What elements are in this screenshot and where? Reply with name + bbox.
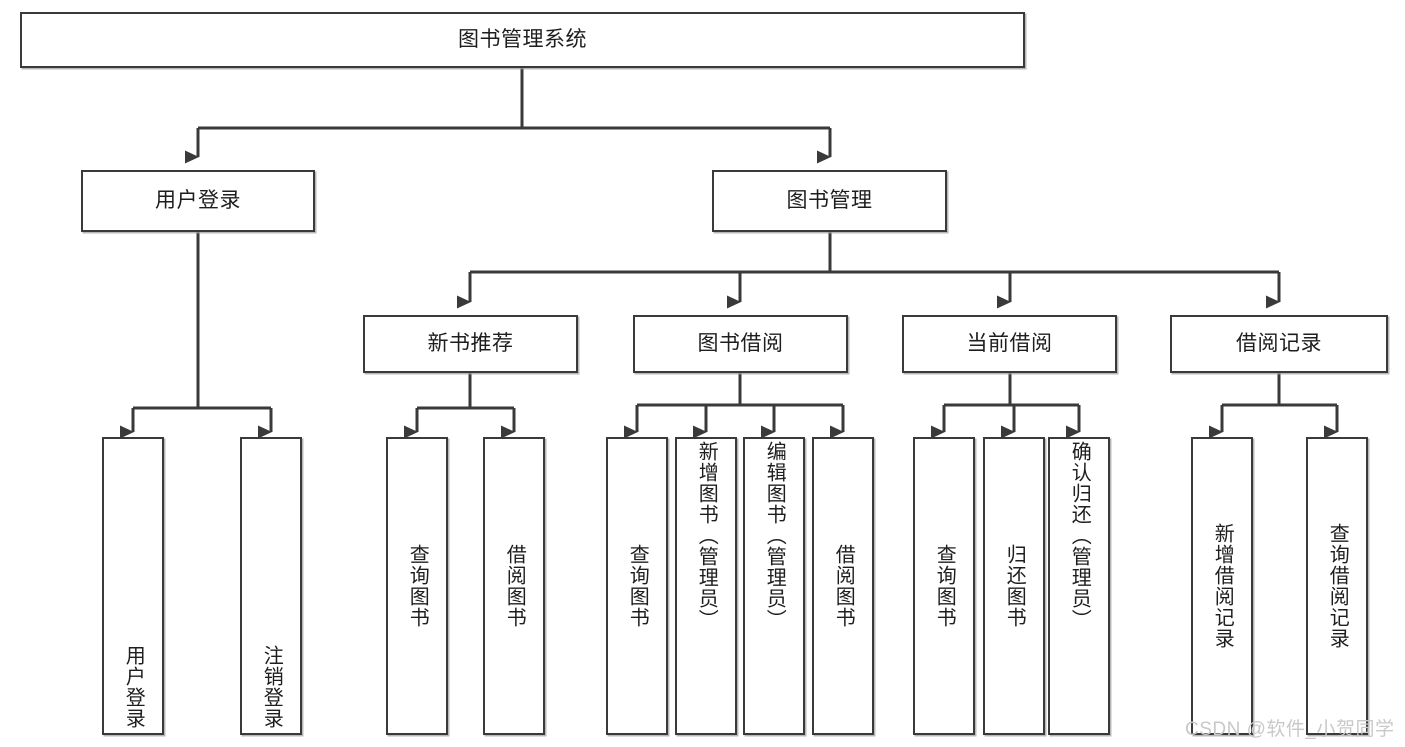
node-book-borrow[interactable]: 图书借阅 bbox=[633, 315, 848, 373]
leaf-borrow-book-borrow[interactable]: 借阅图书 bbox=[812, 437, 874, 735]
leaf-borrow-book-borrow-label: 借阅图书 bbox=[832, 544, 855, 628]
node-book-management[interactable]: 图书管理 bbox=[712, 170, 947, 232]
leaf-borrow-book-recommend[interactable]: 借阅图书 bbox=[483, 437, 545, 735]
leaf-edit-book-admin[interactable]: 编辑图书（管理员） bbox=[743, 437, 805, 735]
leaf-query-book-borrow[interactable]: 查询图书 bbox=[606, 437, 668, 735]
leaf-return-book-label: 归还图书 bbox=[1003, 544, 1026, 628]
leaf-query-book-recommend[interactable]: 查询图书 bbox=[386, 437, 448, 735]
leaf-confirm-return-admin-label: 确认归还（管理员） bbox=[1068, 441, 1091, 630]
leaf-return-book[interactable]: 归还图书 bbox=[983, 437, 1045, 735]
node-current-borrow-label: 当前借阅 bbox=[966, 331, 1053, 355]
leaf-add-book-admin-label: 新增图书（管理员） bbox=[695, 441, 718, 630]
leaf-query-book-borrow-label: 查询图书 bbox=[626, 544, 649, 628]
leaf-query-book-current-label: 查询图书 bbox=[933, 544, 956, 628]
leaf-logout[interactable]: 注销登录 bbox=[240, 437, 302, 735]
leaf-edit-book-admin-label: 编辑图书（管理员） bbox=[763, 441, 786, 630]
leaf-add-borrow-record[interactable]: 新增借阅记录 bbox=[1191, 437, 1253, 735]
node-book-borrow-label: 图书借阅 bbox=[697, 331, 784, 355]
csdn-watermark: CSDN @软件_小贺同学 bbox=[1185, 719, 1395, 740]
node-book-management-label: 图书管理 bbox=[786, 188, 873, 212]
leaf-borrow-book-recommend-label: 借阅图书 bbox=[503, 544, 526, 628]
leaf-add-book-admin[interactable]: 新增图书（管理员） bbox=[675, 437, 737, 735]
leaf-query-borrow-record[interactable]: 查询借阅记录 bbox=[1306, 437, 1368, 735]
node-user-login[interactable]: 用户登录 bbox=[81, 170, 315, 232]
leaf-query-book-recommend-label: 查询图书 bbox=[406, 544, 429, 628]
node-user-login-label: 用户登录 bbox=[155, 188, 241, 212]
node-new-book-recommend-label: 新书推荐 bbox=[427, 331, 514, 355]
leaf-query-borrow-record-label: 查询借阅记录 bbox=[1326, 523, 1349, 649]
leaf-confirm-return-admin[interactable]: 确认归还（管理员） bbox=[1048, 437, 1110, 735]
leaf-user-login[interactable]: 用户登录 bbox=[102, 437, 164, 735]
leaf-add-borrow-record-label: 新增借阅记录 bbox=[1211, 523, 1234, 649]
node-borrow-records[interactable]: 借阅记录 bbox=[1170, 315, 1388, 373]
node-root[interactable]: 图书管理系统 bbox=[20, 12, 1025, 68]
node-new-book-recommend[interactable]: 新书推荐 bbox=[363, 315, 578, 373]
node-borrow-records-label: 借阅记录 bbox=[1236, 331, 1322, 355]
leaf-query-book-current[interactable]: 查询图书 bbox=[913, 437, 975, 735]
leaf-logout-label: 注销登录 bbox=[260, 645, 283, 729]
node-current-borrow[interactable]: 当前借阅 bbox=[902, 315, 1117, 373]
leaf-user-login-label: 用户登录 bbox=[122, 645, 145, 729]
node-root-label: 图书管理系统 bbox=[458, 27, 587, 51]
